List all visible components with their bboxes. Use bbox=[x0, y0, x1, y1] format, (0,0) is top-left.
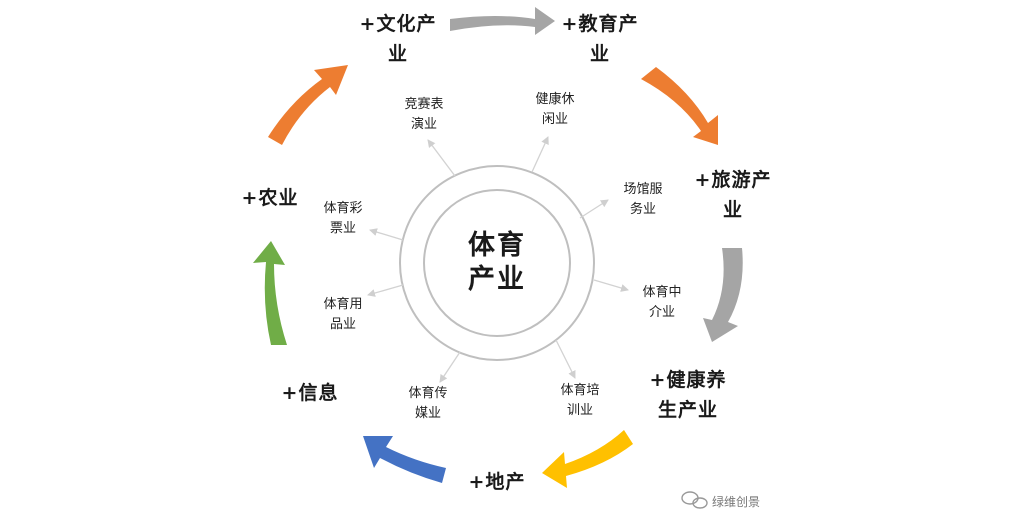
inner-item-venue: 场馆服 务业 bbox=[603, 180, 683, 220]
inner-item-line: 体育培 bbox=[560, 383, 600, 398]
outer-item-line: 业 bbox=[722, 199, 743, 221]
inner-item-line: 体育传 bbox=[408, 386, 448, 401]
outer-item-culture: +文化产 业 bbox=[338, 9, 458, 69]
inner-item-lottery: 体育彩 票业 bbox=[303, 199, 383, 239]
center-line-2: 产业 bbox=[468, 264, 526, 295]
inner-item-line: 媒业 bbox=[414, 406, 441, 421]
inner-item-line: 竞赛表 bbox=[404, 97, 444, 112]
inner-item-goods: 体育用 品业 bbox=[303, 295, 383, 335]
outer-item-line: +健康养 bbox=[649, 369, 727, 391]
outer-item-tourism: +旅游产 业 bbox=[673, 165, 793, 225]
inner-item-line: 务业 bbox=[629, 202, 656, 217]
inner-item-training: 体育培 训业 bbox=[540, 381, 620, 421]
inner-item-line: 演业 bbox=[410, 117, 437, 132]
wechat-icon bbox=[681, 491, 708, 509]
inner-item-leisure: 健康休 闲业 bbox=[515, 90, 595, 130]
outer-item-line: +教育产 bbox=[561, 13, 639, 35]
center-label: 体育 产业 bbox=[447, 229, 547, 297]
arrow-health-to-realestate bbox=[542, 430, 633, 488]
inner-item-line: 场馆服 bbox=[623, 182, 663, 197]
outer-ring bbox=[399, 165, 595, 361]
arrow-education-to-tourism bbox=[641, 67, 718, 145]
arrow-agriculture-to-culture bbox=[268, 65, 348, 145]
inner-item-line: 品业 bbox=[329, 317, 356, 332]
arrow-info-to-agriculture bbox=[253, 241, 287, 345]
outer-item-health: +健康养 生产业 bbox=[628, 365, 748, 425]
center-line-1: 体育 bbox=[468, 230, 526, 261]
inner-item-line: 体育用 bbox=[323, 297, 363, 312]
outer-item-line: 生产业 bbox=[657, 399, 718, 421]
spoke-competition bbox=[427, 139, 456, 177]
outer-item-line: +农业 bbox=[241, 187, 299, 209]
watermark-text: 绿维创景 bbox=[712, 495, 761, 509]
inner-item-line: 介业 bbox=[648, 305, 675, 320]
inner-item-line: 训业 bbox=[566, 403, 593, 418]
outer-item-information: +信息 bbox=[265, 378, 355, 408]
outer-item-line: 业 bbox=[589, 43, 610, 65]
spoke-lottery bbox=[369, 228, 404, 241]
outer-item-line: 业 bbox=[387, 43, 408, 65]
spoke-agency bbox=[593, 279, 629, 292]
outer-item-line: +信息 bbox=[281, 382, 339, 404]
inner-item-line: 健康休 bbox=[535, 92, 575, 107]
outer-item-line: +地产 bbox=[468, 471, 526, 493]
inner-item-line: 体育中 bbox=[642, 285, 682, 300]
outer-item-line: +文化产 bbox=[359, 13, 437, 35]
arrow-culture-to-education bbox=[450, 7, 555, 35]
spoke-venue bbox=[579, 199, 609, 219]
outer-item-line: +旅游产 bbox=[694, 169, 772, 191]
inner-item-line: 闲业 bbox=[541, 112, 568, 127]
arrow-realestate-to-info bbox=[363, 436, 446, 483]
outer-item-realestate: +地产 bbox=[447, 467, 547, 497]
spoke-leisure bbox=[531, 136, 549, 173]
inner-item-media: 体育传 媒业 bbox=[388, 384, 468, 424]
outer-item-education: +教育产 业 bbox=[540, 9, 660, 69]
outer-item-agriculture: +农业 bbox=[225, 183, 315, 213]
inner-item-agency: 体育中 介业 bbox=[622, 283, 702, 323]
spoke-media bbox=[439, 351, 461, 383]
spoke-goods bbox=[367, 284, 404, 297]
inner-item-line: 票业 bbox=[329, 221, 356, 236]
spoke-training bbox=[555, 339, 576, 379]
inner-item-line: 体育彩 bbox=[323, 201, 363, 216]
inner-item-competition: 竞赛表 演业 bbox=[384, 95, 464, 135]
arrow-tourism-to-health bbox=[703, 248, 743, 342]
inner-ring bbox=[423, 189, 571, 337]
